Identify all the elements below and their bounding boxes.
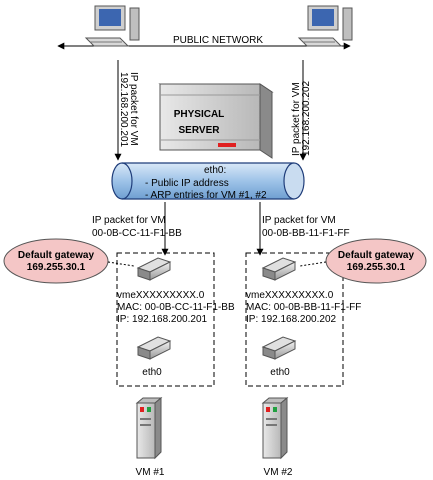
right-packet-line1: IP packet for VM [291,82,302,156]
vm2-tower-icon [261,396,289,460]
vm1-eth0-icon [136,336,172,360]
vm2-vme-interface-icon [261,257,297,281]
tube-line1: eth0: [204,165,226,176]
vm1-tower-icon [135,396,163,460]
vm2-mac: MAC: 00-0B-BB-11-F1-FF [246,302,361,313]
workstation-right-icon [297,5,353,47]
vm2-ip: IP: 192.168.200.202 [246,314,337,325]
left-gateway-line1: Default gateway [18,250,95,261]
right-packet-label-line1: IP packet for VM [262,215,336,226]
left-packet-label-line1: IP packet for VM [92,215,166,226]
vm1-eth: eth0 [142,367,162,378]
vm1-mac: MAC: 00-0B-CC-11-F1-BB [117,302,235,313]
vm2-label: VM #2 [264,467,293,478]
left-gateway-connector [107,261,135,267]
vm1-ip: IP: 192.168.200.201 [117,314,208,325]
vm2-iface: vmeXXXXXXXXX.0 [246,290,334,301]
right-packet-label-line2: 00-0B-BB-11-F1-FF [262,228,350,239]
vm1-container [116,252,215,387]
vm1-iface: vmeXXXXXXXXX.0 [117,290,205,301]
left-packet-label-line2: 00-0B-CC-11-F1-BB [92,228,182,239]
right-packet-line2: 192.168.200.202 [301,80,312,156]
vm2-eth: eth0 [270,367,290,378]
vm2-container [245,252,344,387]
eth0-tube: eth0: - Public IP address - ARP entries … [111,162,305,201]
server-title-line1: PHYSICAL [174,109,225,120]
right-gateway-line2: 169.255.30.1 [347,262,406,273]
server-title-line2: SERVER [179,125,221,136]
public-network-label: PUBLIC NETWORK [173,35,263,46]
right-gateway: Default gateway 169.255.30.1 [325,238,427,284]
workstation-left-icon [84,5,140,47]
right-gateway-connector [299,261,327,267]
left-gateway-line2: 169.255.30.1 [27,262,86,273]
vm2-eth0-icon [261,336,297,360]
vm1-label: VM #1 [136,467,165,478]
physical-server: PHYSICAL SERVER [158,83,274,159]
vm1-vme-interface-icon [136,257,172,281]
tube-line3: - ARP entries for VM #1, #2 [145,190,267,201]
tube-line2: - Public IP address [145,178,229,189]
left-packet-line2: 192.168.200.201 [118,72,129,148]
left-gateway: Default gateway 169.255.30.1 [3,238,109,284]
left-packet-line1: IP packet for VM [128,72,139,146]
right-gateway-line1: Default gateway [338,250,415,261]
server-led-indicator [218,143,236,147]
